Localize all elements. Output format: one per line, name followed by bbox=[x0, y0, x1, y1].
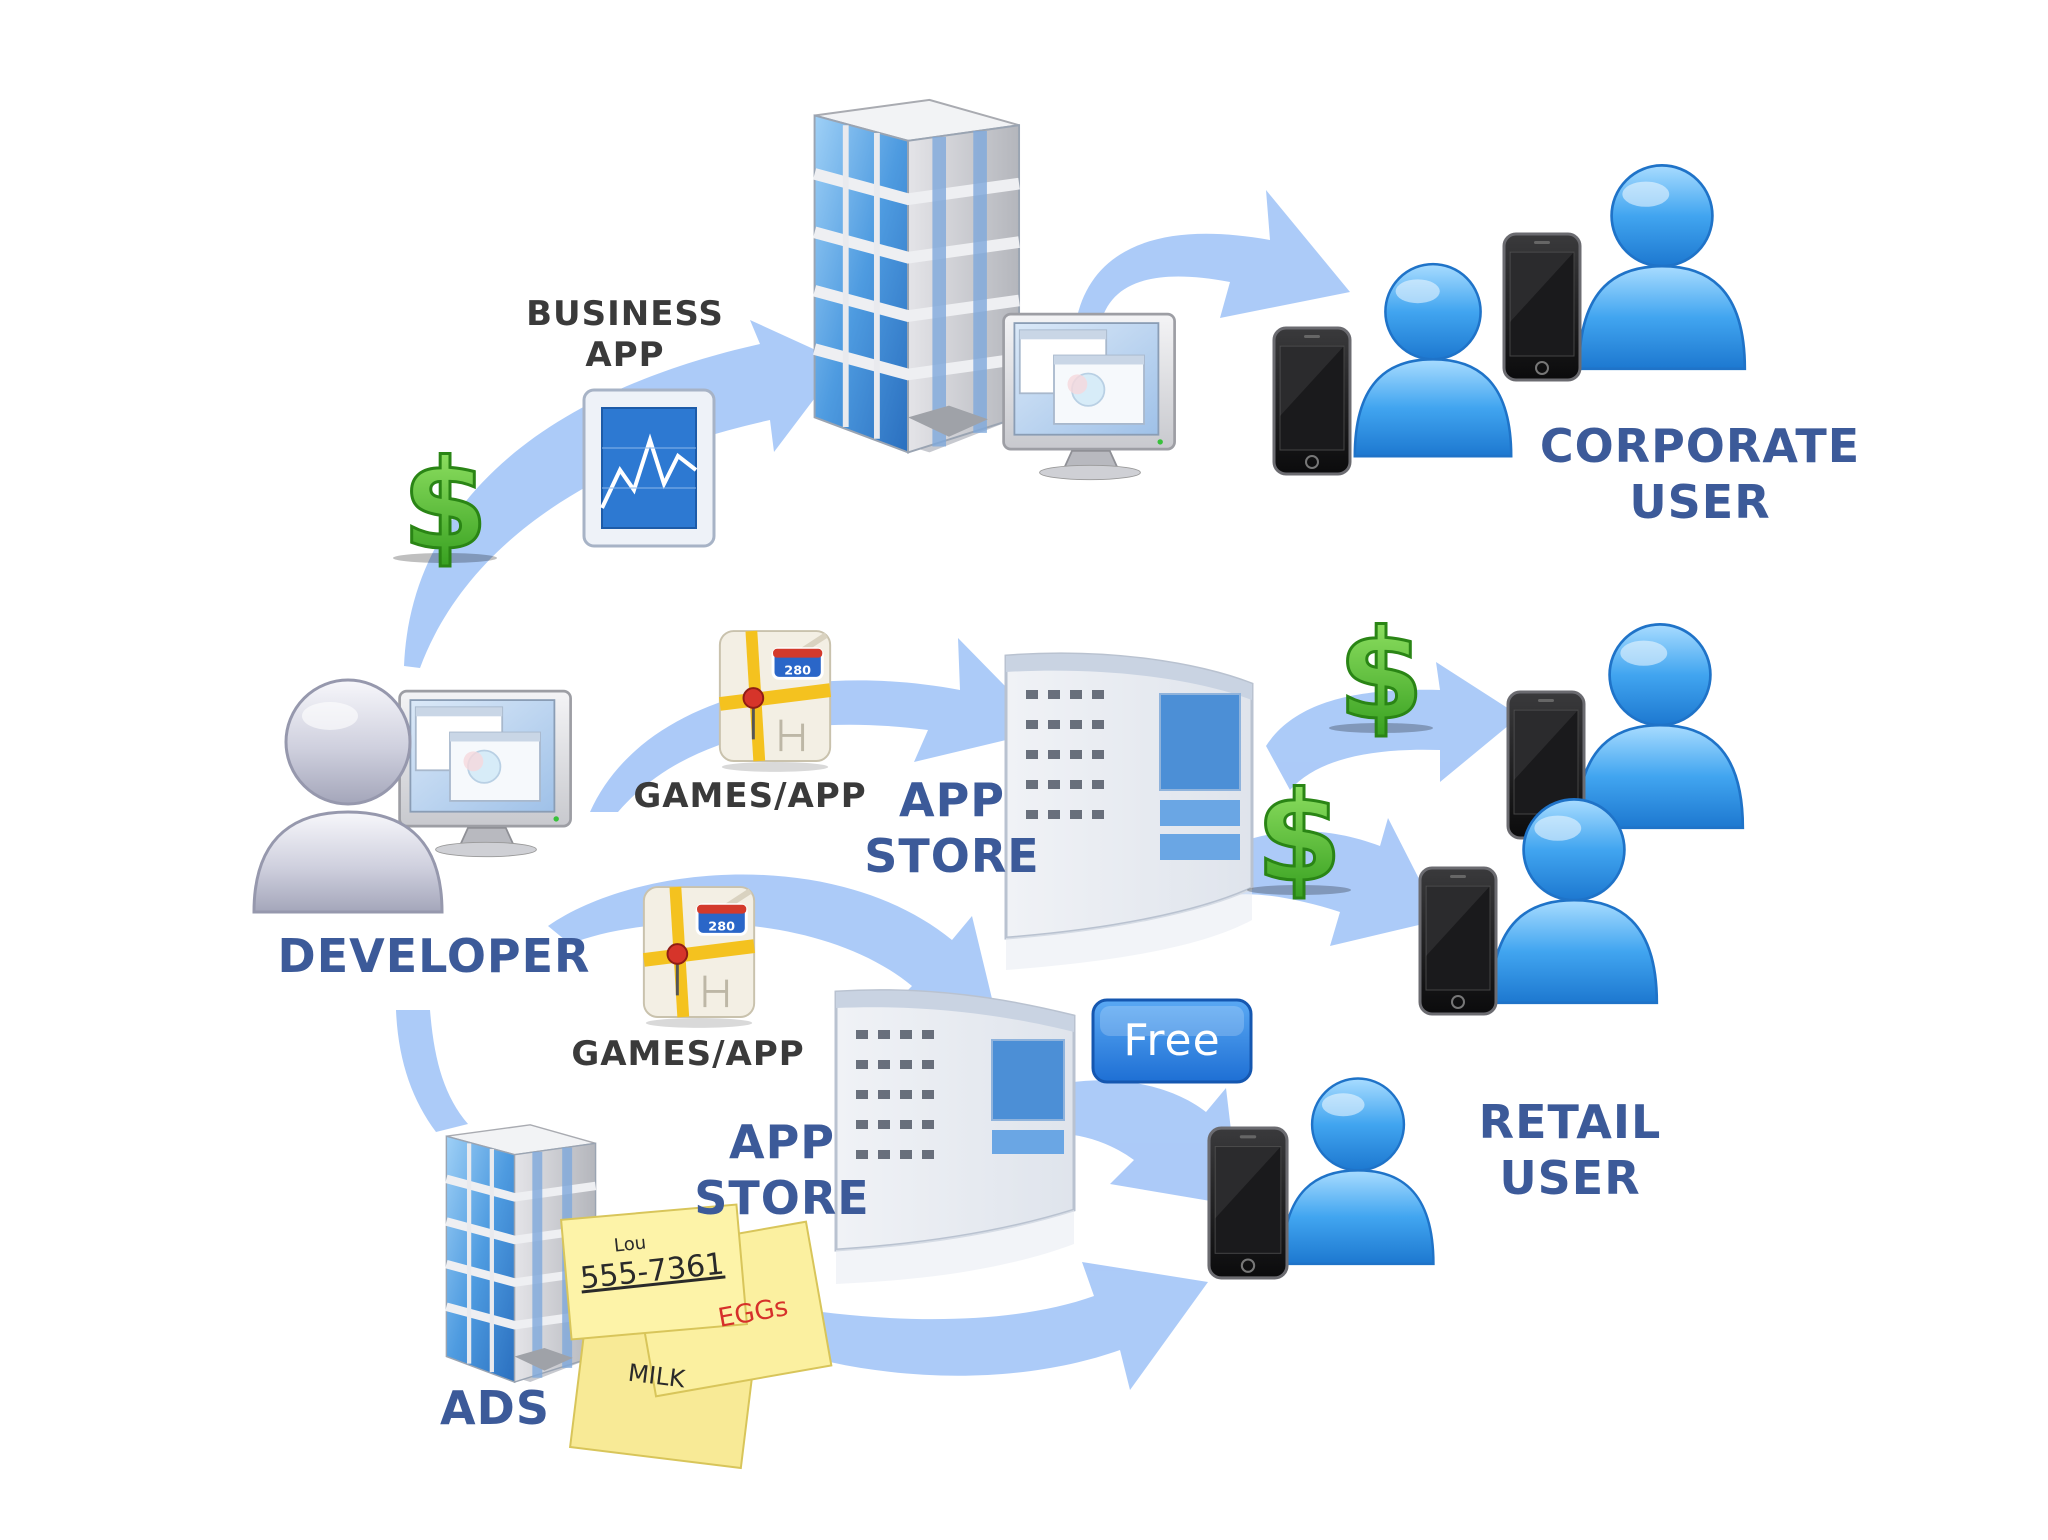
arrow-ads-to-retail bbox=[770, 1262, 1208, 1390]
games-app-label-bottom-text: GAMES/APP bbox=[571, 1034, 805, 1074]
business-app-label: BUSINESS APP bbox=[520, 294, 730, 377]
corporate-user-label-line-2: USER bbox=[1629, 475, 1771, 530]
app-store-label-bottom-line-2: STORE bbox=[694, 1171, 870, 1226]
retail-user-icon-3 bbox=[1281, 1077, 1435, 1266]
business-app-label-line-2: APP bbox=[585, 335, 665, 376]
developer-label: DEVELOPER bbox=[266, 928, 602, 984]
dollar-icon-business bbox=[391, 432, 499, 570]
corporate-monitor-icon bbox=[1001, 312, 1177, 482]
arrow-monitor-to-corporate bbox=[1076, 190, 1350, 326]
app-store-window-middle bbox=[1004, 652, 1254, 970]
free-badge-label: Free bbox=[1123, 1015, 1221, 1066]
dollar-icon-retail-2 bbox=[1245, 764, 1353, 902]
free-badge bbox=[1091, 998, 1253, 1084]
corporate-user-label: CORPORATE USER bbox=[1530, 418, 1870, 530]
sticky-note-phone bbox=[560, 1203, 748, 1341]
app-store-label-top: APP STORE bbox=[860, 772, 1044, 884]
ads-label-text: ADS bbox=[440, 1381, 550, 1435]
app-store-label-bottom-line-1: APP bbox=[728, 1115, 836, 1169]
games-app-map-icon-bottom bbox=[644, 887, 754, 1028]
app-store-label-top-line-1: APP bbox=[898, 773, 1006, 827]
business-building-icon bbox=[815, 100, 1019, 452]
retail-user-label: RETAIL USER bbox=[1460, 1094, 1680, 1206]
games-app-label-bottom: GAMES/APP bbox=[566, 1034, 810, 1075]
dollar-icon-retail-1 bbox=[1327, 602, 1435, 740]
corporate-phone-icon-back bbox=[1502, 232, 1582, 382]
corporate-user-label-line-1: CORPORATE bbox=[1539, 419, 1861, 473]
arrow-developer-to-business bbox=[404, 320, 842, 668]
developer-monitor-icon bbox=[397, 689, 573, 859]
games-app-label-top-text: GAMES/APP bbox=[633, 776, 867, 816]
ads-label: ADS bbox=[430, 1380, 560, 1436]
games-app-map-icon-top bbox=[720, 631, 830, 772]
retail-user-label-line-2: USER bbox=[1499, 1151, 1641, 1206]
games-app-label-top: GAMES/APP bbox=[628, 776, 872, 817]
business-app-chart-icon bbox=[582, 388, 716, 548]
developer-user-icon bbox=[252, 678, 444, 914]
retail-phone-icon-2 bbox=[1418, 866, 1498, 1016]
sticky-notes-icon bbox=[560, 1203, 833, 1470]
retail-phone-icon-3 bbox=[1207, 1126, 1289, 1280]
retail-user-label-line-1: RETAIL bbox=[1478, 1095, 1662, 1149]
business-app-label-line-1: BUSINESS bbox=[526, 294, 724, 334]
corporate-user-icon-front bbox=[1353, 262, 1513, 458]
arrow-developer-to-ads bbox=[396, 1010, 468, 1132]
note-phone-name: Lou bbox=[612, 1232, 648, 1257]
app-store-window-bottom bbox=[834, 989, 1076, 1284]
retail-user-icon-1 bbox=[1575, 622, 1745, 830]
corporate-user-icon-back bbox=[1577, 163, 1747, 371]
corporate-phone-icon-front bbox=[1272, 326, 1352, 476]
app-store-label-bottom: APP STORE bbox=[690, 1114, 874, 1226]
app-store-label-top-line-2: STORE bbox=[864, 829, 1040, 884]
developer-label-text: DEVELOPER bbox=[277, 929, 591, 983]
